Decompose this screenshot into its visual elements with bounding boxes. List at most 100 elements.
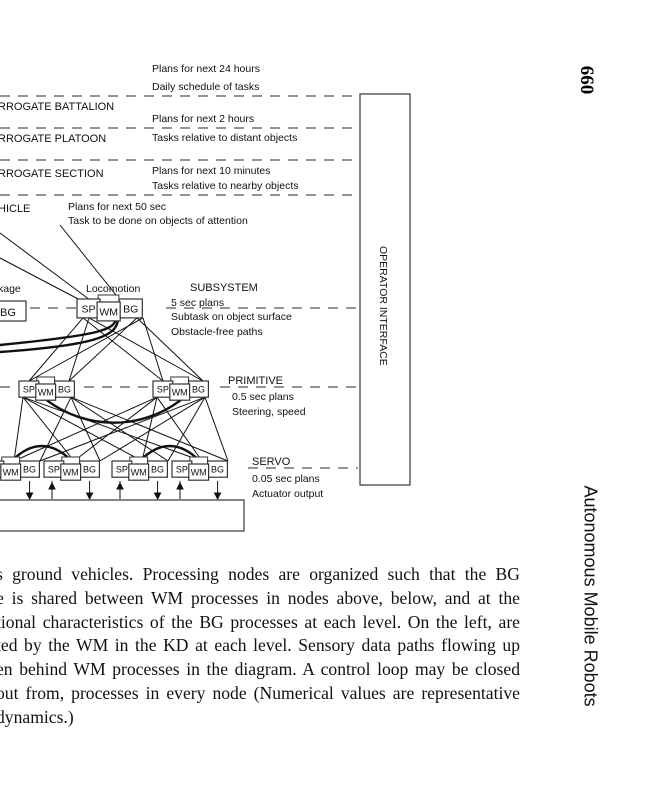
link-line [142, 317, 164, 382]
wm-label: WM [99, 307, 118, 319]
link-line [22, 396, 143, 462]
wm-label: WM [172, 388, 188, 398]
sp-label: SP [176, 465, 188, 475]
caption-line: e is shared between WM processes in node… [0, 587, 520, 608]
caption-line: dynamics.) [0, 706, 74, 727]
link-line [59, 224, 121, 301]
vehicle-note: Task to be done on objects of attention [68, 215, 248, 227]
wm-label: WM [38, 388, 54, 398]
link-line [22, 396, 203, 462]
link-line [73, 396, 158, 462]
platoon-note: Tasks relative to distant objects [152, 132, 297, 144]
locomotion-label: Locomotion [86, 283, 140, 295]
level-vehicle: HICLE [0, 203, 30, 215]
level-servo: SERVO [252, 456, 291, 468]
caption-line: en behind WM processes in the diagram. A… [0, 659, 520, 680]
link-line [99, 396, 206, 462]
level-section: RROGATE SECTION [0, 168, 104, 180]
wm-link-arc [138, 444, 201, 462]
primitive-node: SP BG WM [152, 376, 210, 401]
page-number: 660 [576, 65, 597, 95]
vehicle-note: Plans for next 50 sec [68, 201, 166, 213]
link-line [70, 396, 229, 462]
caption-line: tional characteristics of the BG process… [0, 611, 520, 632]
running-head-text: Autonomous Mobile Robots [580, 485, 601, 707]
link-line [39, 396, 206, 462]
sp-label: SP [116, 465, 128, 475]
wm-label: WM [131, 468, 147, 478]
wm-label: WM [63, 468, 79, 478]
level-subsystem: SUBSYSTEM [190, 282, 258, 294]
subsystem-left-node: BG [0, 300, 27, 322]
sp-label: SP [48, 465, 60, 475]
wm-label: WM [191, 468, 207, 478]
platoon-note: Plans for next 2 hours [152, 113, 254, 125]
link-line [167, 396, 206, 462]
operator-interface-box [359, 93, 411, 486]
primitive-node: SP BG WM [18, 376, 75, 401]
caption-line: s ground vehicles. Processing nodes are … [0, 564, 520, 584]
arrow-down-icon [25, 492, 34, 501]
wm-link-arc [45, 399, 182, 424]
link-line [0, 232, 91, 301]
bg-label: BG [83, 465, 96, 475]
actuator-world-box [0, 499, 245, 532]
sp-label: SP [82, 304, 96, 316]
figure-caption: s ground vehicles. Processing nodes are … [0, 563, 520, 730]
bg-label: BG [58, 385, 71, 395]
servo-node: SP BG WM [43, 456, 100, 481]
section-note: Plans for next 10 minutes [152, 165, 270, 177]
link-line [156, 396, 203, 462]
wm-link-arc [0, 317, 118, 347]
caption-line: out from, processes in every node (Numer… [0, 682, 520, 703]
primitive-note: 0.5 sec plans [232, 391, 294, 403]
bg-label: BG [151, 465, 164, 475]
wm-link-arc [10, 444, 73, 462]
battalion-note: Daily schedule of tasks [152, 81, 259, 93]
sp-label: SP [157, 385, 169, 395]
level-primitive: PRIMITIVE [228, 375, 283, 387]
link-line [0, 257, 81, 301]
caption-line: ted by the WM in the KD at each level. S… [0, 635, 520, 656]
arrow-up-icon [116, 481, 124, 490]
link-line [68, 317, 90, 382]
link-line [70, 396, 101, 462]
wm-link-arc [0, 318, 120, 354]
sp-label: SP [23, 385, 35, 395]
battalion-note: Plans for next 24 hours [152, 63, 260, 75]
operator-interface-label: OPERATOR INTERFACE [377, 246, 389, 366]
link-line [13, 397, 24, 462]
subsystem-left-label: kage [0, 283, 21, 295]
servo-node: SP BG WM [111, 456, 169, 481]
link-line [28, 317, 144, 382]
rcs-hierarchy-diagram: OPERATOR INTERFACE RROGATE BATTALION RRO… [0, 63, 411, 532]
subsystem-note: 5 sec plans [171, 297, 224, 309]
arrow-up-icon [176, 481, 184, 490]
servo-note: Actuator output [252, 488, 323, 500]
level-platoon: RROGATE PLATOON [0, 133, 106, 145]
link-line [28, 317, 84, 382]
arrow-up-icon [48, 481, 56, 490]
bg-label: BG [0, 307, 16, 319]
servo-node: SP BG WM [171, 456, 229, 481]
subsystem-note: Obstacle-free paths [171, 326, 263, 338]
bg-label: BG [211, 465, 224, 475]
arrow-down-icon [213, 492, 222, 501]
link-line [68, 317, 138, 382]
locomotion-node: SP BG WM [76, 294, 143, 322]
subsystem-note: Subtask on object surface [171, 311, 292, 323]
section-note: Tasks relative to nearby objects [152, 180, 299, 192]
link-line [204, 397, 229, 462]
wm-label: WM [3, 468, 19, 478]
servo-note: 0.05 sec plans [252, 473, 320, 485]
level-battalion: RROGATE BATTALION [0, 101, 114, 113]
link-line [82, 317, 164, 382]
bg-label: BG [23, 465, 36, 475]
running-head: Autonomous Mobile Robots [580, 485, 601, 745]
bg-label: BG [192, 385, 205, 395]
bg-label: BG [123, 304, 138, 316]
primitive-note: Steering, speed [232, 406, 306, 418]
link-line [39, 396, 72, 462]
arrow-down-icon [153, 492, 162, 501]
